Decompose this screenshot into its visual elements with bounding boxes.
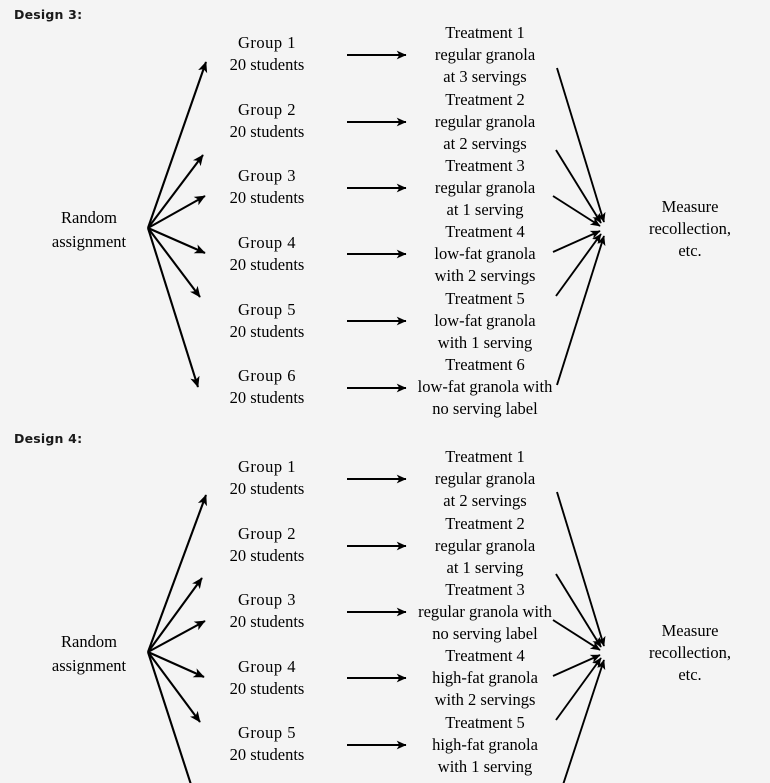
group-name: Group 5: [237, 723, 297, 742]
design-3-treatment-2: Treatment 2 regular granola at 2 serving…: [390, 89, 580, 155]
group-size: 20 students: [229, 388, 305, 407]
design-4-group-3: Group 3 20 students: [197, 589, 337, 633]
design-3-group-3: Group 3 20 students: [197, 165, 337, 209]
treatment-line-3: with 2 servings: [434, 690, 536, 709]
design-3-treatment-1: Treatment 1 regular granola at 3 serving…: [390, 22, 580, 88]
outcome-line-2: recollection,: [648, 219, 731, 238]
design-3-group-1: Group 1 20 students: [197, 32, 337, 76]
group-name: Group 3: [237, 166, 297, 185]
treatment-line-3: at 2 servings: [443, 491, 527, 510]
treatment-name: Treatment 2: [445, 90, 525, 109]
group-size: 20 students: [229, 255, 305, 274]
treatment-line-3: with 1 serving: [437, 333, 533, 352]
group-size: 20 students: [229, 679, 305, 698]
group-size: 20 students: [229, 546, 305, 565]
group-size: 20 students: [229, 322, 305, 341]
design-4-treatment-4: Treatment 4 high-fat granola with 2 serv…: [390, 645, 580, 711]
random-assignment-line-2: assignment: [51, 656, 127, 675]
treatment-name: Treatment 2: [445, 514, 525, 533]
treatment-line-2: regular granola: [434, 178, 536, 197]
group-name: Group 4: [237, 233, 297, 252]
design-4-treatment-3: Treatment 3 regular granola with no serv…: [390, 579, 580, 645]
treatment-name: Treatment 1: [445, 447, 525, 466]
group-name: Group 2: [237, 524, 297, 543]
treatment-name: Treatment 5: [445, 289, 525, 308]
group-name: Group 6: [237, 366, 297, 385]
design-4-group-1: Group 1 20 students: [197, 456, 337, 500]
treatment-line-2: regular granola with: [418, 602, 552, 621]
treatment-line-3: at 1 serving: [446, 200, 524, 219]
design-3-group-2: Group 2 20 students: [197, 99, 337, 143]
group-size: 20 students: [229, 188, 305, 207]
treatment-line-2: high-fat granola: [432, 735, 538, 754]
design-3-treatment-5: Treatment 5 low-fat granola with 1 servi…: [390, 288, 580, 354]
treatment-name: Treatment 3: [445, 156, 525, 175]
treatment-line-3: at 1 serving: [446, 558, 524, 577]
design-4-group-4: Group 4 20 students: [197, 656, 337, 700]
group-name: Group 2: [237, 100, 297, 119]
design-4-treatment-5: Treatment 5 high-fat granola with 1 serv…: [390, 712, 580, 778]
group-name: Group 5: [237, 300, 297, 319]
random-assignment-line-1: Random: [61, 632, 117, 651]
treatment-name: Treatment 5: [445, 713, 525, 732]
design-3-treatment-3: Treatment 3 regular granola at 1 serving: [390, 155, 580, 221]
treatment-name: Treatment 6: [445, 355, 525, 374]
group-size: 20 students: [229, 479, 305, 498]
group-name: Group 3: [237, 590, 297, 609]
design-3-group-4: Group 4 20 students: [197, 232, 337, 276]
design-3-group-5: Group 5 20 students: [197, 299, 337, 343]
group-size: 20 students: [229, 612, 305, 631]
treatment-line-2: regular granola: [434, 112, 536, 131]
treatment-line-2: regular granola: [434, 469, 536, 488]
group-size: 20 students: [229, 122, 305, 141]
group-name: Group 1: [237, 33, 297, 52]
design-4-title: Design 4:: [14, 431, 83, 446]
treatment-line-3: no serving label: [432, 399, 538, 418]
outcome-line-3: etc.: [678, 241, 702, 260]
design-4-random-assignment-label: Random assignment: [14, 630, 164, 678]
treatment-line-3: at 3 servings: [443, 67, 527, 86]
treatment-name: Treatment 4: [445, 222, 525, 241]
treatment-line-3: with 2 servings: [434, 266, 536, 285]
treatment-line-2: low-fat granola: [434, 244, 536, 263]
design-3-treatment-6: Treatment 6 low-fat granola with no serv…: [390, 354, 580, 420]
group-size: 20 students: [229, 745, 305, 764]
design-4-treatment-1: Treatment 1 regular granola at 2 serving…: [390, 446, 580, 512]
design-3-measure-outcome: Measure recollection, etc.: [620, 196, 760, 262]
treatment-line-2: regular granola: [434, 536, 536, 555]
random-assignment-line-2: assignment: [51, 232, 127, 251]
random-assignment-line-1: Random: [61, 208, 117, 227]
design-4-treatment-2: Treatment 2 regular granola at 1 serving: [390, 513, 580, 579]
design-3-random-assignment-label: Random assignment: [14, 206, 164, 254]
treatment-line-2: low-fat granola: [434, 311, 536, 330]
treatment-name: Treatment 1: [445, 23, 525, 42]
design-4-group-2: Group 2 20 students: [197, 523, 337, 567]
outcome-line-2: recollection,: [648, 643, 731, 662]
outcome-line-3: etc.: [678, 665, 702, 684]
design-3-treatment-4: Treatment 4 low-fat granola with 2 servi…: [390, 221, 580, 287]
treatment-line-3: with 1 serving: [437, 757, 533, 776]
treatment-line-2: low-fat granola with: [417, 377, 553, 396]
design-3-title: Design 3:: [14, 7, 83, 22]
design-3-group-6: Group 6 20 students: [197, 365, 337, 409]
treatment-name: Treatment 4: [445, 646, 525, 665]
group-name: Group 4: [237, 657, 297, 676]
group-name: Group 1: [237, 457, 297, 476]
treatment-line-3: no serving label: [432, 624, 538, 643]
treatment-line-2: regular granola: [434, 45, 536, 64]
design-4-group-5: Group 5 20 students: [197, 722, 337, 766]
design-4-measure-outcome: Measure recollection, etc.: [620, 620, 760, 686]
treatment-line-3: at 2 servings: [443, 134, 527, 153]
treatment-name: Treatment 3: [445, 580, 525, 599]
group-size: 20 students: [229, 55, 305, 74]
outcome-line-1: Measure: [661, 197, 719, 216]
outcome-line-1: Measure: [661, 621, 719, 640]
treatment-line-2: high-fat granola: [432, 668, 538, 687]
